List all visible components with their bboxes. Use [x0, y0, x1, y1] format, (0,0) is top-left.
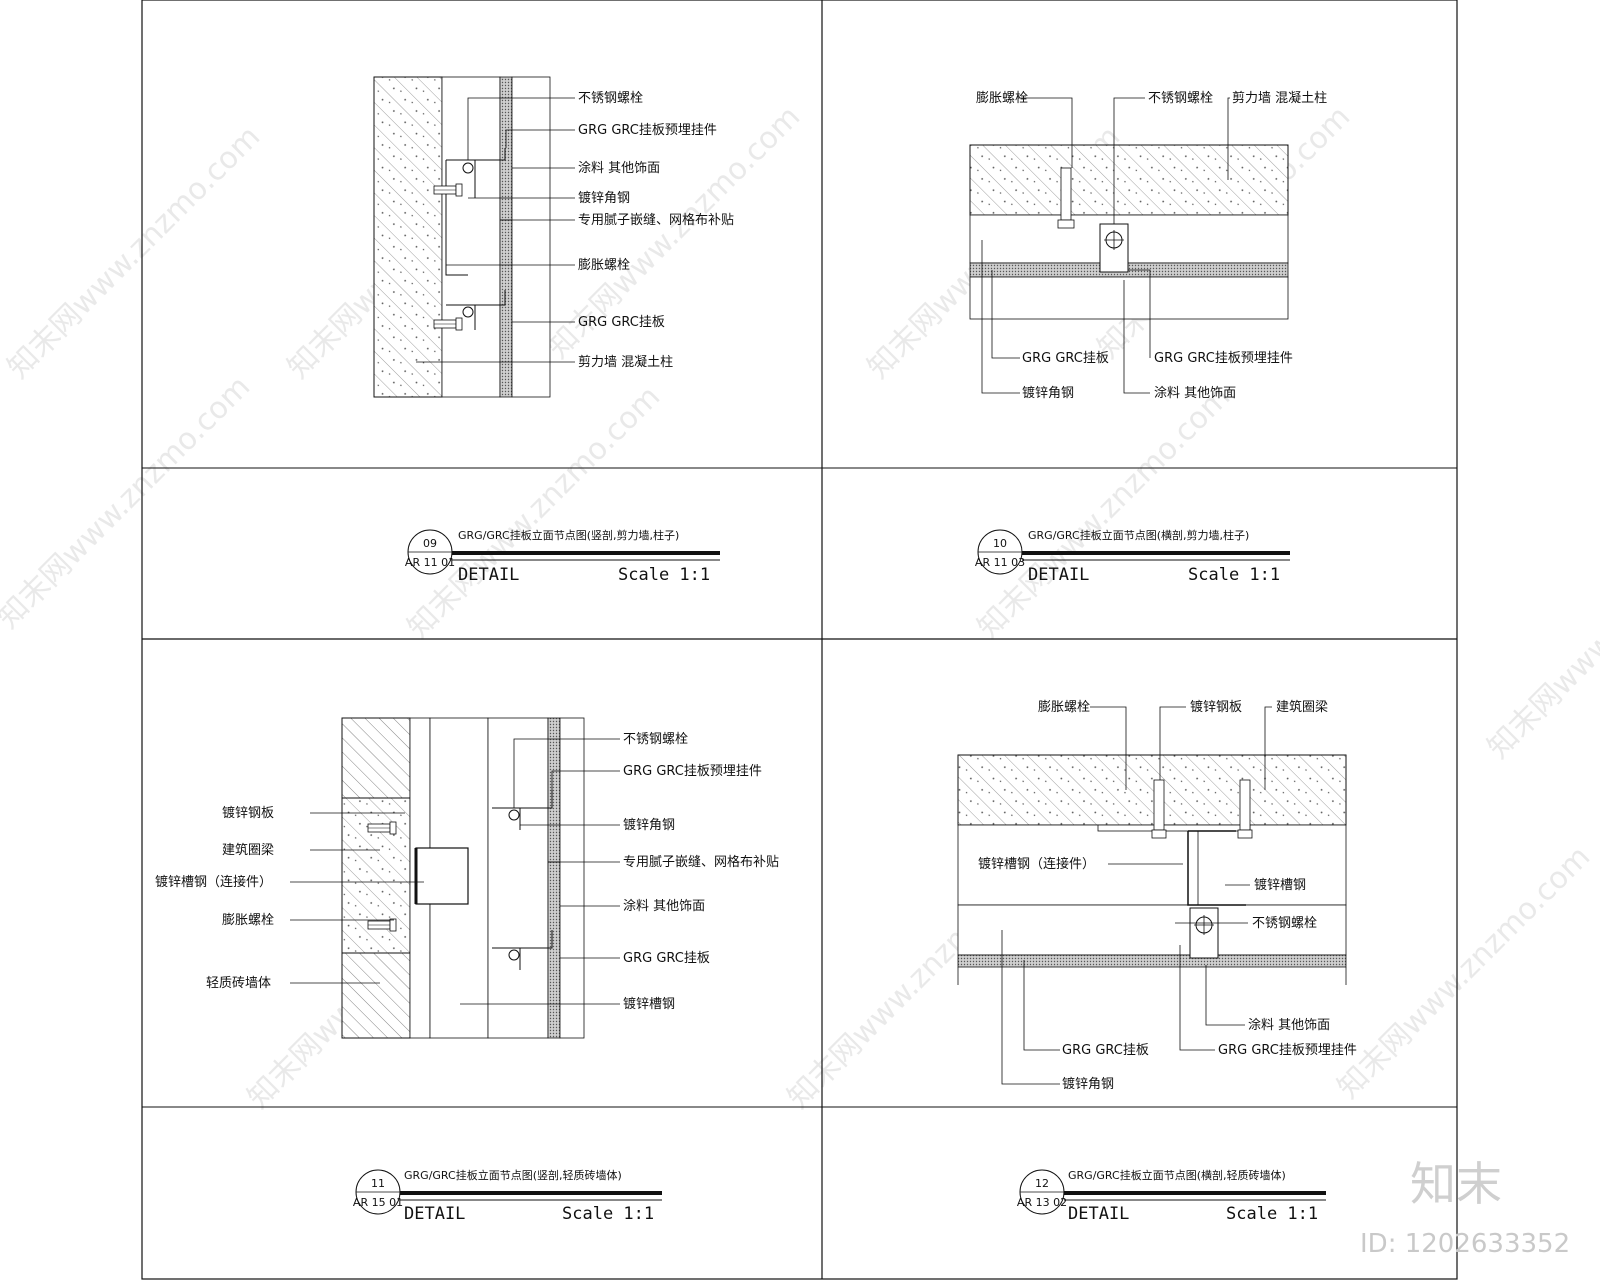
detail-10-drawing	[969, 97, 1289, 394]
label-putty-joint: 专用腻子嵌缝、网格布补贴	[578, 212, 734, 228]
label-grg-panel: GRG GRC挂板	[1062, 1043, 1149, 1058]
label-embedded-hanger: GRG GRC挂板预埋挂件	[578, 123, 717, 138]
label-paint-finish: 涂料 其他饰面	[578, 160, 660, 176]
sheet-reference: AR 11 01	[405, 556, 455, 569]
scale-text: Scale 1:1	[618, 565, 710, 585]
label-angle-steel: 镀锌角钢	[578, 190, 630, 206]
title-block-10: 10 AR 11 03 GRG/GRC挂板立面节点图(横剖,剪力墙,柱子) DE…	[975, 528, 1290, 585]
detail-09-drawing	[373, 76, 575, 398]
detail-title: GRG/GRC挂板立面节点图(竖剖,轻质砖墙体)	[404, 1168, 622, 1182]
label-paint-finish: 涂料 其他饰面	[623, 898, 705, 914]
label-light-brick-wall: 轻质砖墙体	[206, 976, 271, 991]
watermark-text: 知末网www.znzmo.com	[0, 369, 257, 635]
label-shear-wall: 剪力墙 混凝土柱	[1232, 90, 1327, 106]
detail-title: GRG/GRC挂板立面节点图(竖剖,剪力墙,柱子)	[458, 528, 679, 542]
watermark-text: 知末网www.znzmo.com	[1481, 499, 1600, 765]
label-channel-steel: 镀锌槽钢	[1254, 877, 1306, 893]
label-ring-beam: 建筑圈梁	[1276, 699, 1328, 715]
detail-12-labels: 膨胀螺栓 镀锌钢板 建筑圈梁 镀锌槽钢（连接件） 镀锌槽钢 不锈钢螺栓 涂料 其…	[978, 699, 1357, 1092]
label-ring-beam: 建筑圈梁	[222, 842, 274, 858]
detail-title: GRG/GRC挂板立面节点图(横剖,剪力墙,柱子)	[1028, 528, 1249, 542]
label-angle-steel: 镀锌角钢	[623, 817, 675, 833]
detail-10-labels: 膨胀螺栓 不锈钢螺栓 剪力墙 混凝土柱 GRG GRC挂板 GRG GRC挂板预…	[976, 90, 1327, 401]
label-channel-connector: 镀锌槽钢（连接件）	[155, 874, 272, 890]
title-block-12: 12 AR 13 02 GRG/GRC挂板立面节点图(横剖,轻质砖墙体) DET…	[1017, 1168, 1326, 1224]
title-block-11: 11 AR 15 01 GRG/GRC挂板立面节点图(竖剖,轻质砖墙体) DET…	[353, 1168, 662, 1224]
detail-caption: DETAIL	[1028, 565, 1089, 585]
scale-text: Scale 1:1	[1188, 565, 1280, 585]
watermark-text: 知末网www.znzmo.com	[1, 119, 267, 385]
watermark-text: 知末网www.znzmo.com	[971, 379, 1237, 645]
label-stainless-bolt: 不锈钢螺栓	[1252, 916, 1317, 931]
label-stainless-bolt: 不锈钢螺栓	[623, 732, 688, 747]
label-steel-plate: 镀锌钢板	[222, 805, 274, 821]
label-channel-steel: 镀锌槽钢	[623, 996, 675, 1012]
label-paint-finish: 涂料 其他饰面	[1154, 385, 1236, 401]
label-expansion-bolt: 膨胀螺栓	[1038, 700, 1090, 715]
scale-text: Scale 1:1	[562, 1204, 654, 1224]
label-steel-plate: 镀锌钢板	[1190, 699, 1242, 715]
sheet-frame	[141, 0, 1458, 1280]
label-stainless-bolt: 不锈钢螺栓	[578, 91, 643, 106]
label-stainless-bolt: 不锈钢螺栓	[1148, 91, 1213, 106]
detail-09-labels: 不锈钢螺栓 GRG GRC挂板预埋挂件 涂料 其他饰面 镀锌角钢 专用腻子嵌缝、…	[578, 91, 734, 370]
label-shear-wall: 剪力墙 混凝土柱	[578, 354, 673, 370]
label-grg-panel: GRG GRC挂板	[623, 951, 710, 966]
detail-number: 12	[1035, 1177, 1049, 1190]
detail-title: GRG/GRC挂板立面节点图(横剖,轻质砖墙体)	[1068, 1168, 1286, 1182]
sheet-reference: AR 11 03	[975, 556, 1025, 569]
label-embedded-hanger: GRG GRC挂板预埋挂件	[1218, 1043, 1357, 1058]
label-grg-panel: GRG GRC挂板	[1022, 351, 1109, 366]
label-angle-steel: 镀锌角钢	[1022, 385, 1074, 401]
scale-text: Scale 1:1	[1226, 1204, 1318, 1224]
label-expansion-bolt: 膨胀螺栓	[976, 91, 1028, 106]
image-id: ID: 1202633352	[1360, 1229, 1570, 1259]
detail-caption: DETAIL	[458, 565, 519, 585]
detail-12-drawing	[957, 706, 1347, 1085]
label-putty-joint: 专用腻子嵌缝、网格布补贴	[623, 854, 779, 870]
detail-caption: DETAIL	[1068, 1204, 1129, 1224]
sheet-reference: AR 13 02	[1017, 1196, 1067, 1209]
detail-11-labels: 不锈钢螺栓 GRG GRC挂板预埋挂件 镀锌钢板 建筑圈梁 镀锌槽钢（连接件） …	[155, 732, 779, 1012]
watermark-text: 知末网www.znzmo.com	[401, 379, 667, 645]
label-paint-finish: 涂料 其他饰面	[1248, 1017, 1330, 1033]
label-grg-panel: GRG GRC挂板	[578, 315, 665, 330]
label-embedded-hanger: GRG GRC挂板预埋挂件	[623, 764, 762, 779]
title-block-09: 09 AR 11 01 GRG/GRC挂板立面节点图(竖剖,剪力墙,柱子) DE…	[405, 528, 720, 585]
watermark-layer: 知末网www.znzmo.com 知末网www.znzmo.com 知末网www…	[0, 99, 1600, 1115]
detail-11-drawing	[290, 717, 620, 1039]
sheet-reference: AR 15 01	[353, 1196, 403, 1209]
label-embedded-hanger: GRG GRC挂板预埋挂件	[1154, 351, 1293, 366]
label-expansion-bolt: 膨胀螺栓	[578, 258, 630, 273]
detail-number: 09	[423, 537, 437, 550]
watermark-text: 知末网www.znzmo.com	[1331, 839, 1597, 1105]
detail-number: 11	[371, 1177, 385, 1190]
brand-logo: 知末	[1410, 1157, 1502, 1211]
detail-number: 10	[993, 537, 1007, 550]
label-expansion-bolt: 膨胀螺栓	[222, 913, 274, 928]
detail-caption: DETAIL	[404, 1204, 465, 1224]
label-angle-steel: 镀锌角钢	[1062, 1076, 1114, 1092]
label-channel-connector: 镀锌槽钢（连接件）	[978, 856, 1095, 872]
